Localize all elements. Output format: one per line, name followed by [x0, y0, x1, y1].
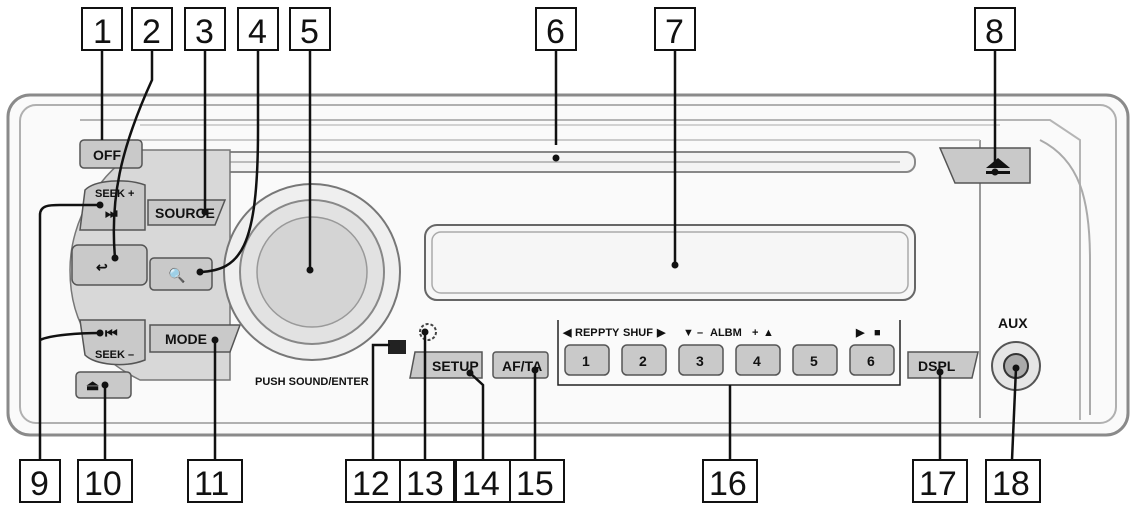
callout-7: 7: [654, 7, 696, 51]
setup-button[interactable]: SETUP: [409, 351, 483, 379]
callout-14: 14: [455, 459, 511, 503]
dspl-button-label: DSPL: [918, 358, 956, 374]
left-triangle-icon: ◀: [562, 327, 572, 339]
callout-18: 18: [985, 459, 1041, 503]
source-button[interactable]: SOURCE: [147, 199, 227, 226]
source-button-label: SOURCE: [155, 205, 215, 221]
leader-dots: [96, 154, 1020, 389]
callout-13: 13: [399, 459, 455, 503]
svg-text:4: 4: [753, 353, 761, 369]
back-arrow-icon: ↩: [96, 259, 108, 275]
preset-button-4[interactable]: 4: [735, 344, 781, 376]
svg-text:REP: REP: [575, 327, 598, 339]
callout-2: 2: [131, 7, 173, 51]
eject-button[interactable]: [938, 147, 1031, 184]
seek-minus-button[interactable]: ⏮ SEEK –: [79, 319, 146, 366]
preset-button-3[interactable]: 3: [678, 344, 724, 376]
next-track-icon: ⏭: [105, 205, 118, 221]
preset-function-labels: ◀ REP PTY SHUF ▶ ▼ – ALBM + ▲ ▶ ■: [562, 327, 881, 339]
svg-text:7: 7: [665, 13, 684, 51]
callout-3: 3: [184, 7, 226, 51]
svg-text:3: 3: [696, 353, 704, 369]
off-button-label: OFF: [93, 147, 121, 163]
preset-buttons: 1 2 3 4 5 6: [564, 344, 895, 376]
svg-text:8: 8: [985, 13, 1004, 51]
push-sound-enter-label: PUSH SOUND/ENTER: [255, 376, 369, 388]
back-button[interactable]: ↩: [71, 244, 148, 286]
stop-icon: ■: [874, 327, 881, 339]
seek-minus-label: SEEK –: [95, 349, 134, 361]
svg-text:+: +: [752, 327, 758, 339]
browse-button[interactable]: 🔍: [149, 257, 213, 291]
off-button[interactable]: OFF: [79, 139, 143, 169]
preset-button-6[interactable]: 6: [849, 344, 895, 376]
svg-text:1: 1: [582, 353, 590, 369]
svg-text:–: –: [697, 327, 703, 339]
prev-track-icon: ⏮: [105, 325, 118, 341]
aux-label: AUX: [998, 315, 1028, 331]
svg-text:1: 1: [93, 13, 112, 51]
play-icon: ▶: [855, 327, 865, 339]
callout-16: 16: [702, 459, 758, 503]
mode-button-label: MODE: [165, 331, 207, 347]
receptor-icon: [419, 323, 437, 341]
callout-8: 8: [974, 7, 1016, 51]
seek-plus-button[interactable]: SEEK + ⏭: [79, 180, 146, 231]
svg-text:13: 13: [406, 465, 444, 503]
svg-text:ALBM: ALBM: [710, 327, 742, 339]
svg-text:15: 15: [516, 465, 554, 503]
down-triangle-icon: ▼: [683, 327, 694, 339]
right-triangle-icon: ▶: [656, 327, 666, 339]
callout-15: 15: [509, 459, 565, 503]
svg-text:6: 6: [546, 13, 565, 51]
up-triangle-icon: ▲: [763, 327, 774, 339]
preset-button-5[interactable]: 5: [792, 344, 838, 376]
svg-text:9: 9: [30, 465, 49, 503]
svg-text:12: 12: [352, 465, 390, 503]
callout-11: 11: [187, 459, 243, 503]
display-window: [424, 224, 916, 301]
svg-text:3: 3: [195, 13, 214, 51]
callout-9: 9: [19, 459, 61, 503]
svg-text:17: 17: [919, 465, 957, 503]
callout-12: 12: [345, 459, 401, 503]
svg-text:PTY: PTY: [598, 327, 620, 339]
search-icon: 🔍: [168, 266, 185, 284]
preset-button-2[interactable]: 2: [621, 344, 667, 376]
svg-text:SHUF: SHUF: [623, 327, 653, 339]
callout-10: 10: [77, 459, 133, 503]
svg-text:5: 5: [810, 353, 818, 369]
leader-lines: [38, 50, 1018, 461]
svg-text:6: 6: [867, 353, 875, 369]
callout-5: 5: [289, 7, 331, 51]
dspl-button[interactable]: DSPL: [907, 351, 979, 379]
callout-1: 1: [81, 7, 123, 51]
callout-17: 17: [912, 459, 968, 503]
svg-text:2: 2: [142, 13, 161, 51]
panel-release-indicator: [388, 340, 406, 354]
svg-text:11: 11: [194, 465, 229, 503]
svg-text:10: 10: [84, 465, 122, 503]
af-ta-button[interactable]: AF/TA: [492, 351, 549, 379]
svg-text:18: 18: [992, 465, 1030, 503]
svg-text:5: 5: [300, 13, 319, 51]
svg-text:14: 14: [462, 465, 500, 503]
release-icon: ⏏: [86, 377, 99, 393]
callout-6: 6: [535, 7, 577, 51]
svg-text:2: 2: [639, 353, 647, 369]
cd-slot[interactable]: [184, 151, 916, 173]
svg-text:4: 4: [248, 13, 267, 51]
setup-button-label: SETUP: [432, 358, 479, 374]
mode-button[interactable]: MODE: [149, 324, 242, 353]
seek-plus-label: SEEK +: [95, 188, 134, 200]
callout-4: 4: [237, 7, 279, 51]
preset-button-1[interactable]: 1: [564, 344, 610, 376]
svg-text:16: 16: [709, 465, 747, 503]
